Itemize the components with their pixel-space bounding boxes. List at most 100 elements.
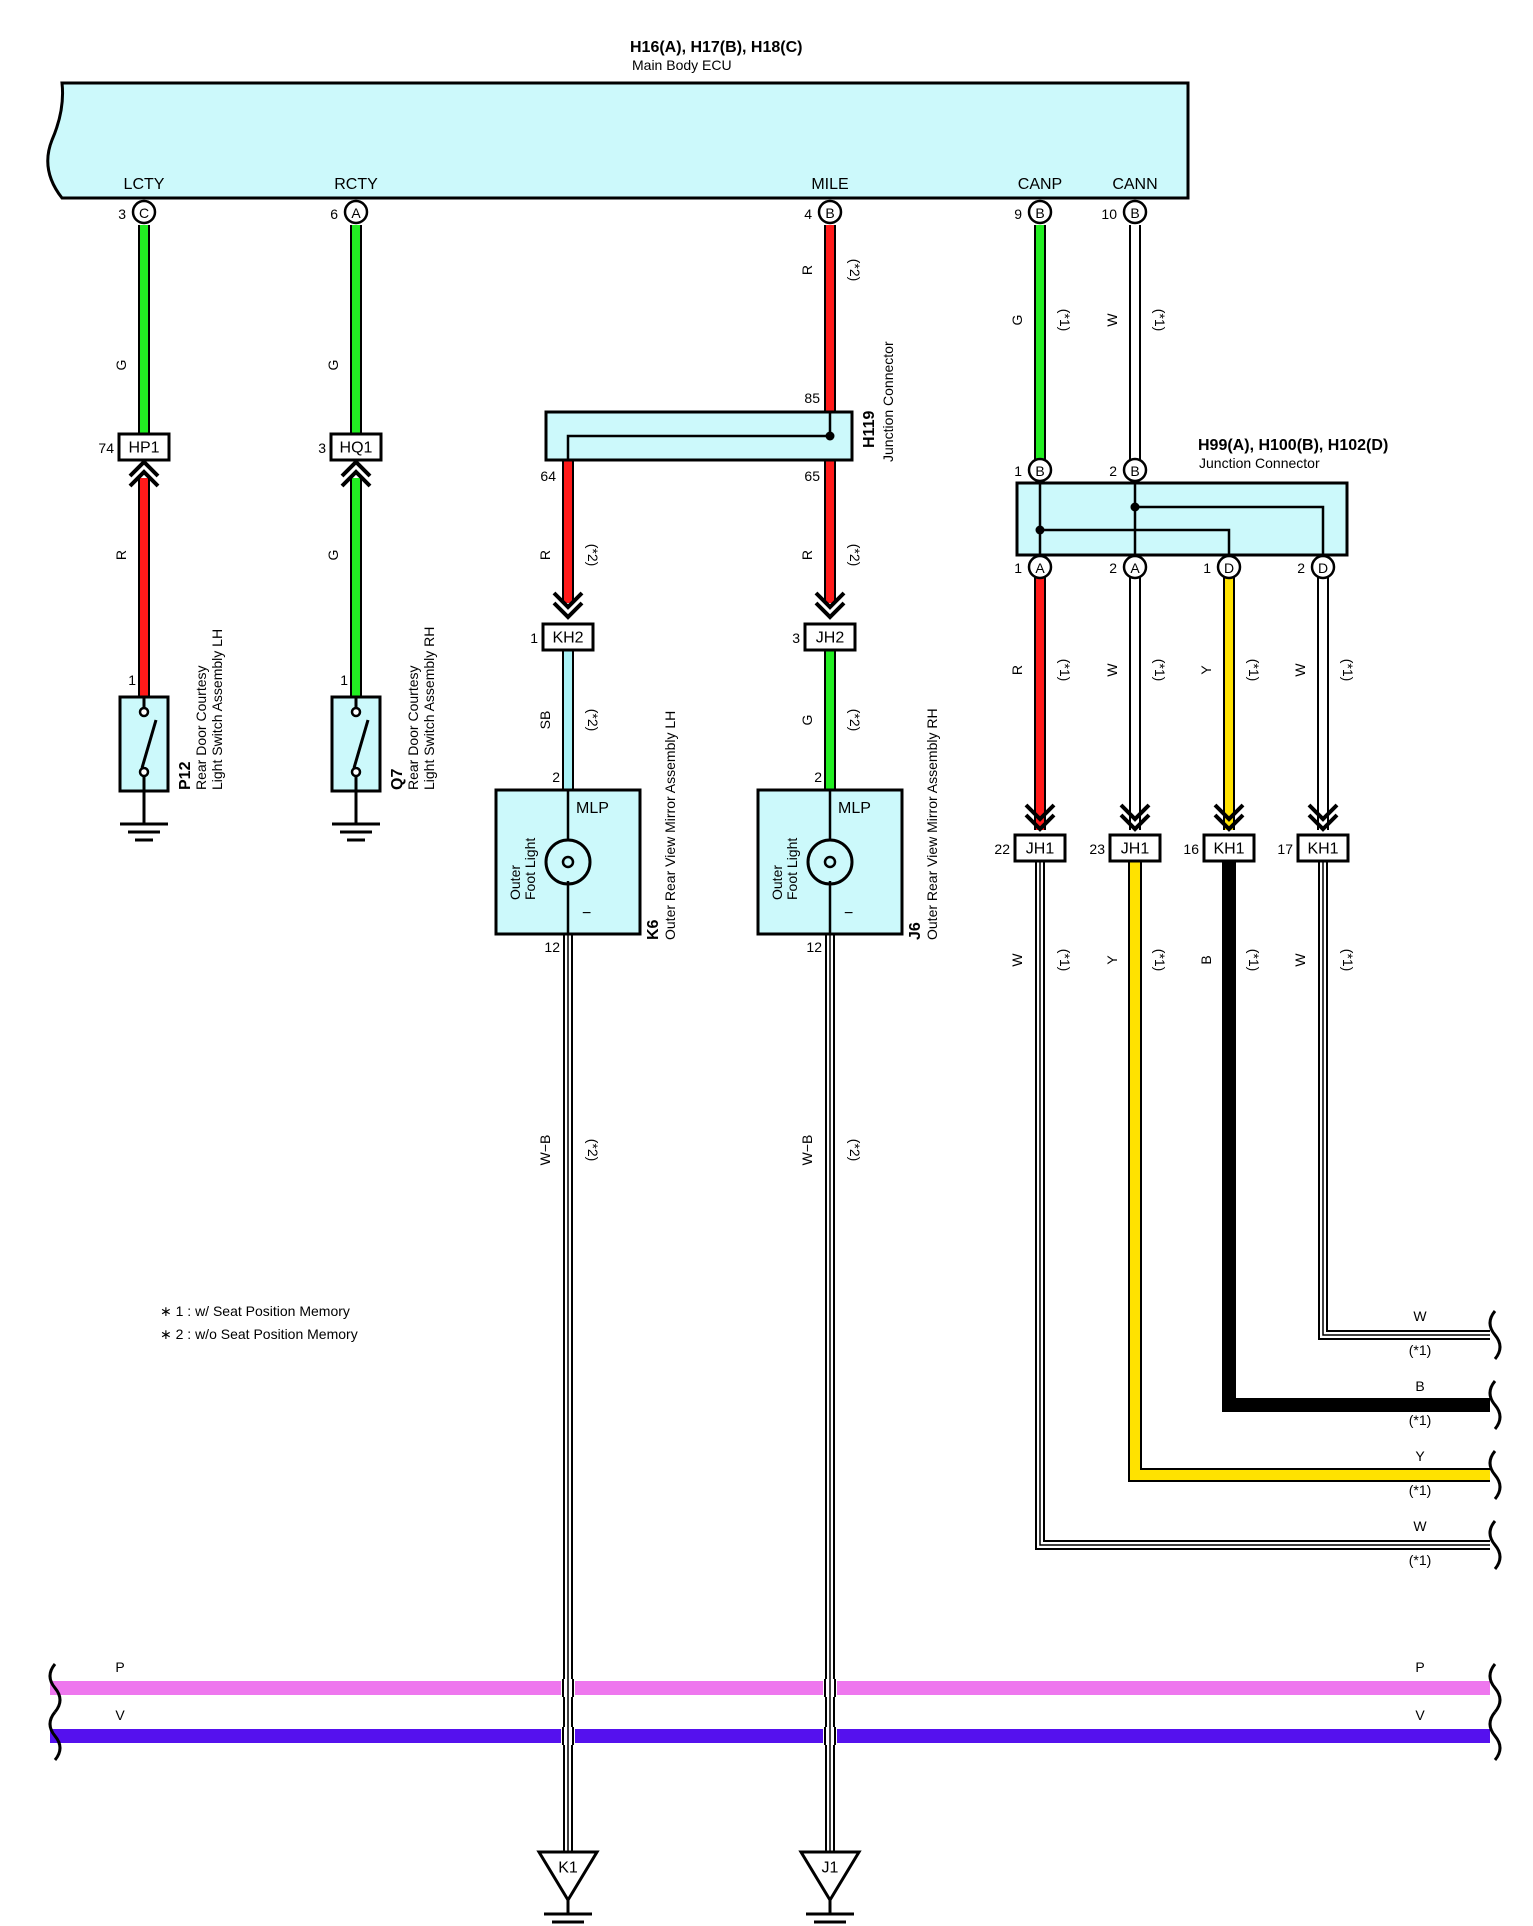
branch-wire-down-3: [1320, 860, 1490, 1338]
branch-wire-down-label-1-color: Y: [1104, 955, 1120, 965]
branch-exit-label: W: [1413, 1308, 1427, 1324]
branch-exit-note: (*1): [1409, 1412, 1432, 1428]
h99-path-2: [1040, 528, 1231, 567]
branch-chevron-0-2: [1024, 803, 1056, 822]
switch-chevron-0: [128, 459, 160, 478]
h99-out-pin-3: [1310, 554, 1336, 580]
mirror-connector-jh2-label: JH2: [816, 630, 845, 647]
canp-wire-label-note: (*1): [1057, 309, 1073, 332]
branch-chevron-2: [1213, 813, 1245, 832]
branch-wire-up-label-1-note: (*1): [1152, 659, 1168, 682]
branch-wire-down-2: [1224, 860, 1490, 1410]
branch-connector-kh1-label: KH1: [1213, 841, 1244, 858]
legend-note-1: ∗ 1 : w/ Seat Position Memory: [160, 1303, 350, 1319]
h99-in-pin-1: [1122, 457, 1148, 483]
h119-junction-dot: [825, 431, 835, 441]
h99-in-pin-0-letter: B: [1035, 463, 1044, 479]
branch-wire-down-label-0-color: W: [1009, 953, 1025, 967]
h99-out-pin-2-letter: D: [1224, 560, 1234, 576]
mirror-conn-pin: 3: [792, 630, 800, 646]
branch-wire-up-label-3-color: W: [1292, 663, 1308, 677]
branch-exit-label: Y: [1415, 1448, 1425, 1464]
branch-center-0: [1039, 860, 1490, 1546]
mirror-light2: Foot Light: [522, 838, 538, 900]
ground-triangle-j1: [798, 1850, 862, 1903]
switch-conn-pin: 3: [318, 440, 326, 456]
switch-contact-top: [138, 706, 150, 718]
switch-connector-hq1: [329, 432, 383, 462]
branch-connector-kh1-label: KH1: [1307, 841, 1338, 858]
bus-label-right: P: [1415, 1659, 1424, 1675]
mirror-light2: Foot Light: [784, 838, 800, 900]
switch-chevron-1: [340, 459, 372, 478]
mirror-wire-out-label-1-note: (*2): [847, 709, 863, 732]
foot-light-bulb: [544, 838, 592, 886]
junction-h99: [1015, 481, 1349, 557]
branch-wire-up-label-0-color: R: [1009, 665, 1025, 675]
branch-connector-jh1-label: JH1: [1121, 841, 1150, 858]
mirror-pin-bottom: 12: [544, 939, 560, 955]
ecu-pin-lcty: [131, 199, 157, 225]
switch-name2: Light Switch Assembly RH: [421, 627, 437, 790]
branch-wire-down-label-3-color: W: [1292, 953, 1308, 967]
mirror-minus: −: [844, 905, 853, 922]
switch-contact-bottom: [138, 766, 150, 778]
branch-exit-label: B: [1415, 1378, 1424, 1394]
ecu-signal-rcty: RCTY: [334, 176, 378, 193]
bulb-filament: [823, 855, 837, 869]
branch-break-0: [1488, 1520, 1502, 1570]
branch-wire-up-label-2-color: Y: [1198, 665, 1214, 675]
switch-chevron-1-2: [340, 469, 372, 488]
foot-light-bulb: [806, 838, 854, 886]
h119-pin-left: 64: [540, 468, 556, 484]
bus-break-left-0: [48, 1663, 62, 1713]
branch-connector-kh1: [1202, 833, 1256, 863]
h119-pin-in: 85: [804, 390, 820, 406]
branch-connector-jh1: [1013, 833, 1067, 863]
switch-pin: 1: [128, 672, 136, 688]
ecu-pin-cann-letter: B: [1130, 205, 1139, 221]
h119-code: H119: [861, 411, 878, 448]
main-body-ecu: [46, 81, 1190, 200]
branch-break-2: [1488, 1380, 1502, 1430]
ground-code: J1: [822, 1860, 839, 1877]
cann-wire-label-color: W: [1104, 313, 1120, 327]
ground-triangle-k1: [536, 1850, 600, 1903]
branch-exit-label: W: [1413, 1518, 1427, 1534]
switch-pin: 1: [340, 672, 348, 688]
branch-exit-note: (*1): [1409, 1552, 1432, 1568]
ground-wire-label-0-color: W−B: [537, 1135, 553, 1166]
bus-label-right: V: [1415, 1707, 1425, 1723]
mirror-wire-in-label-1-color: R: [799, 550, 815, 560]
branch-wire-down-1: [1130, 860, 1490, 1480]
branch-wire-up-label-0-note: (*1): [1057, 659, 1073, 682]
switch-wire-bottom-label-0-color: R: [113, 550, 129, 560]
switch-conn-pin: 74: [98, 440, 114, 456]
h99-out-pin-1: [1122, 554, 1148, 580]
branch-wire-down-label-3-note: (*1): [1340, 949, 1356, 972]
mirror-code-j6: J6: [907, 922, 924, 940]
ground-wire-label-1-note: (*2): [847, 1139, 863, 1162]
mirror-wire-out-label-0-note: (*2): [585, 709, 601, 732]
h99-in-pin-0: [1027, 457, 1053, 483]
switch-connector-hp1: [117, 432, 171, 462]
mirror-name: Outer Rear View Mirror Assembly RH: [924, 708, 940, 940]
branch-conn-pin: 22: [994, 841, 1010, 857]
mirror-chevron-0-2: [552, 591, 584, 610]
ecu-pin-canp-letter: B: [1035, 205, 1044, 221]
h119-pin-right: 65: [804, 468, 820, 484]
branch-wire-down-label-1-note: (*1): [1152, 949, 1168, 972]
branch-wire-down-2-outline: [1222, 860, 1490, 1412]
switch-wire-top-label-1-color: G: [325, 360, 341, 371]
switch-connector-hq1-label: HQ1: [340, 440, 373, 457]
switch-wire-top-label-0-color: G: [113, 360, 129, 371]
bus-label-left: V: [115, 1707, 125, 1723]
ecu-pin-mile-letter: B: [825, 205, 834, 221]
switch-blade: [352, 719, 370, 769]
branch-chevron-1-2: [1119, 803, 1151, 822]
h99-in-pin-1-letter: B: [1130, 463, 1139, 479]
branch-wire-up-label-1-color: W: [1104, 663, 1120, 677]
wires-layer: [50, 225, 1490, 1853]
ecu-name: Main Body ECU: [632, 57, 732, 73]
mirror-light1: Outer: [507, 865, 523, 900]
